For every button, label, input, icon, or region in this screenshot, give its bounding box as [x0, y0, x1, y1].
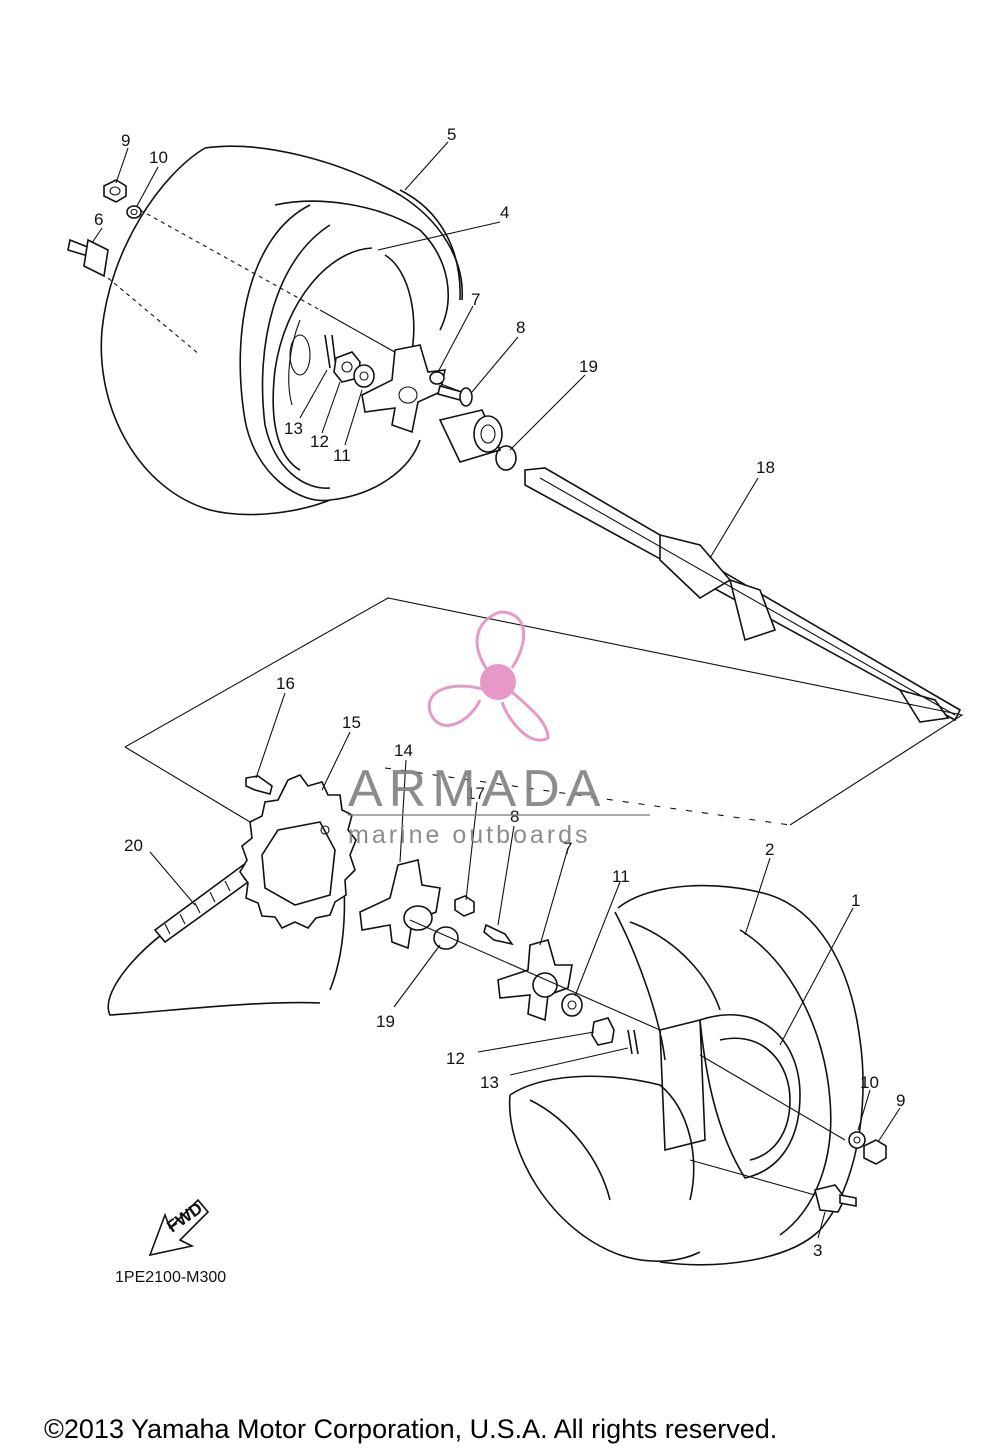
callout-20: 20 — [124, 836, 143, 855]
lower-wheel — [508, 884, 864, 1266]
callout-7-upper: 7 — [471, 290, 480, 309]
rear-axle — [524, 467, 962, 723]
callout-2: 2 — [765, 840, 774, 859]
upper-hardware — [67, 179, 517, 471]
callout-16: 16 — [276, 674, 295, 693]
diagram-code: 1PE2100-M300 — [115, 1269, 226, 1286]
armada-watermark: ARMADA marine outboards — [348, 610, 650, 849]
callout-7-lower: 7 — [563, 839, 572, 858]
brand-name: ARMADA — [348, 760, 606, 818]
lower-hub — [359, 859, 639, 1055]
callout-10-lower: 10 — [860, 1073, 879, 1092]
lower-hardware — [814, 1131, 887, 1213]
sprocket-bolt — [245, 775, 273, 795]
callout-5: 5 — [447, 125, 456, 144]
sprocket — [239, 774, 357, 930]
callouts: 5 9 10 6 4 7 8 19 18 13 12 11 16 15 14 1… — [94, 125, 905, 1260]
callout-11-upper: 11 — [333, 446, 351, 465]
propeller-logo-icon — [427, 610, 550, 742]
callout-12-upper: 12 — [310, 432, 329, 451]
callout-13-lower: 13 — [480, 1073, 499, 1092]
callout-14: 14 — [394, 741, 413, 760]
callout-8-upper: 8 — [516, 318, 525, 337]
brand-tagline: marine outboards — [348, 821, 591, 849]
callout-8-lower: 8 — [510, 807, 519, 826]
leader-lines — [91, 141, 901, 1239]
callout-19-upper: 19 — [579, 357, 598, 376]
callout-4: 4 — [500, 203, 509, 222]
callout-18: 18 — [756, 458, 775, 477]
callout-19-lower: 19 — [376, 1012, 395, 1031]
callout-17: 17 — [466, 784, 485, 803]
callout-6: 6 — [94, 210, 103, 229]
callout-9-upper: 9 — [121, 131, 130, 150]
lower-frame — [124, 597, 964, 826]
callout-3: 3 — [813, 1241, 822, 1260]
upper-wheel — [100, 145, 463, 516]
callout-1: 1 — [851, 891, 860, 910]
callout-10-upper: 10 — [149, 148, 168, 167]
fwd-arrow-icon: FWD — [148, 1199, 210, 1257]
callout-9-lower: 9 — [896, 1091, 905, 1110]
callout-12-lower: 12 — [446, 1049, 465, 1068]
callout-15: 15 — [342, 713, 361, 732]
callout-11-lower: 11 — [612, 867, 630, 886]
copyright-notice: ©2013 Yamaha Motor Corporation, U.S.A. A… — [44, 1414, 777, 1444]
callout-13-upper: 13 — [284, 419, 303, 438]
